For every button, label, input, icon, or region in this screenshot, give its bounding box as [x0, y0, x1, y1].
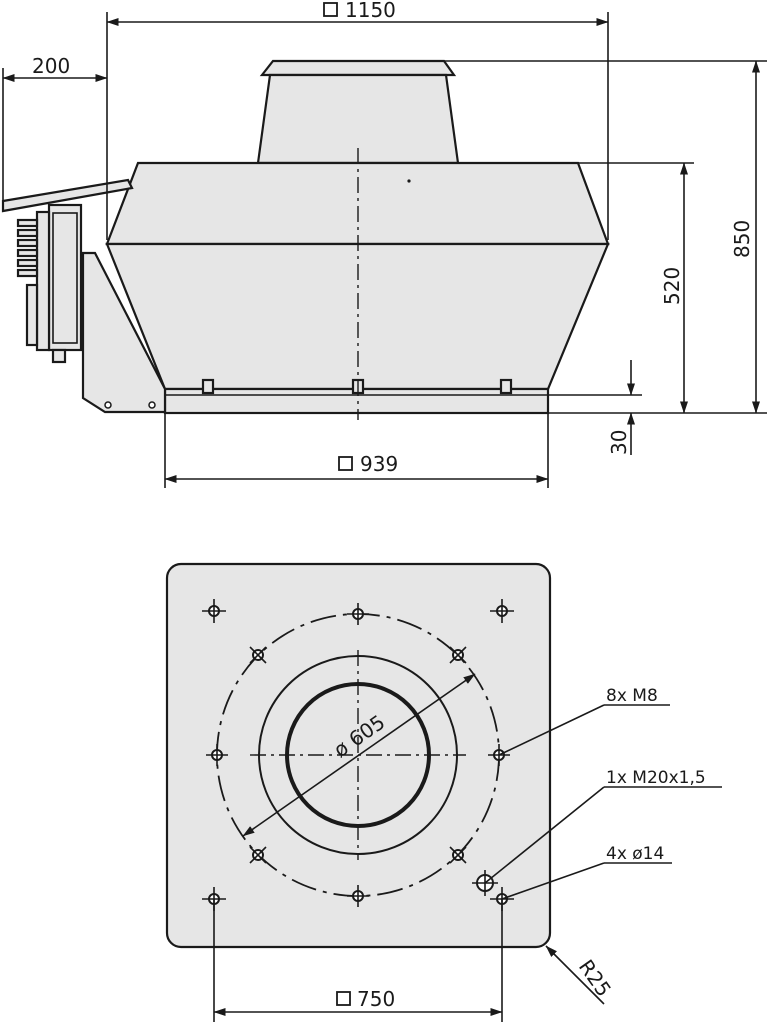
fixing-holes: [202, 599, 514, 911]
side-view: 1150 200 850 520 30 939: [1, 0, 767, 488]
dim-overall-width: 1150: [345, 0, 396, 22]
dim-corner-radius: R25: [574, 955, 616, 1001]
base-tab-left: [201, 378, 215, 395]
callout-cable-gland: 1x M20x1,5: [606, 768, 706, 788]
hole-icon: [347, 603, 369, 625]
callout-fixing-holes: 4x ø14: [606, 844, 664, 864]
hole-icon: [449, 646, 467, 664]
hole-icon: [206, 744, 228, 766]
hole-icon: [490, 599, 514, 623]
square-symbol-icon: [338, 456, 353, 471]
dim-overhang: 200: [32, 54, 70, 78]
rain-cover: [1, 178, 134, 213]
hole-icon: [249, 646, 267, 664]
top-view: ø 605 8x M8 1x M20x1,5 4x ø14 R25 750: [165, 562, 722, 1022]
dim-base-width: 939: [360, 452, 398, 476]
side-bracket: [81, 251, 167, 414]
dim-hole-spacing: 750: [357, 987, 395, 1011]
hole-icon: [249, 846, 267, 864]
outlet-cap: [259, 59, 457, 77]
callout-threads: 8x M8: [606, 686, 658, 706]
hole-icon: [347, 885, 369, 907]
cooling-fins-icon: [16, 218, 39, 347]
controller-box: [47, 203, 83, 352]
controller-side: [35, 210, 51, 352]
cable-gland-icon: [51, 348, 67, 364]
dim-total-height: 850: [730, 220, 754, 258]
hole-icon: [449, 846, 467, 864]
dim-base-thickness: 30: [607, 430, 631, 455]
square-symbol-icon: [323, 2, 338, 17]
housing-upper: [105, 161, 610, 246]
square-symbol-icon: [336, 991, 351, 1006]
hole-icon: [202, 599, 226, 623]
dim-housing-height: 520: [660, 267, 684, 305]
threaded-holes: [206, 603, 510, 907]
base-tab-right: [499, 378, 513, 395]
